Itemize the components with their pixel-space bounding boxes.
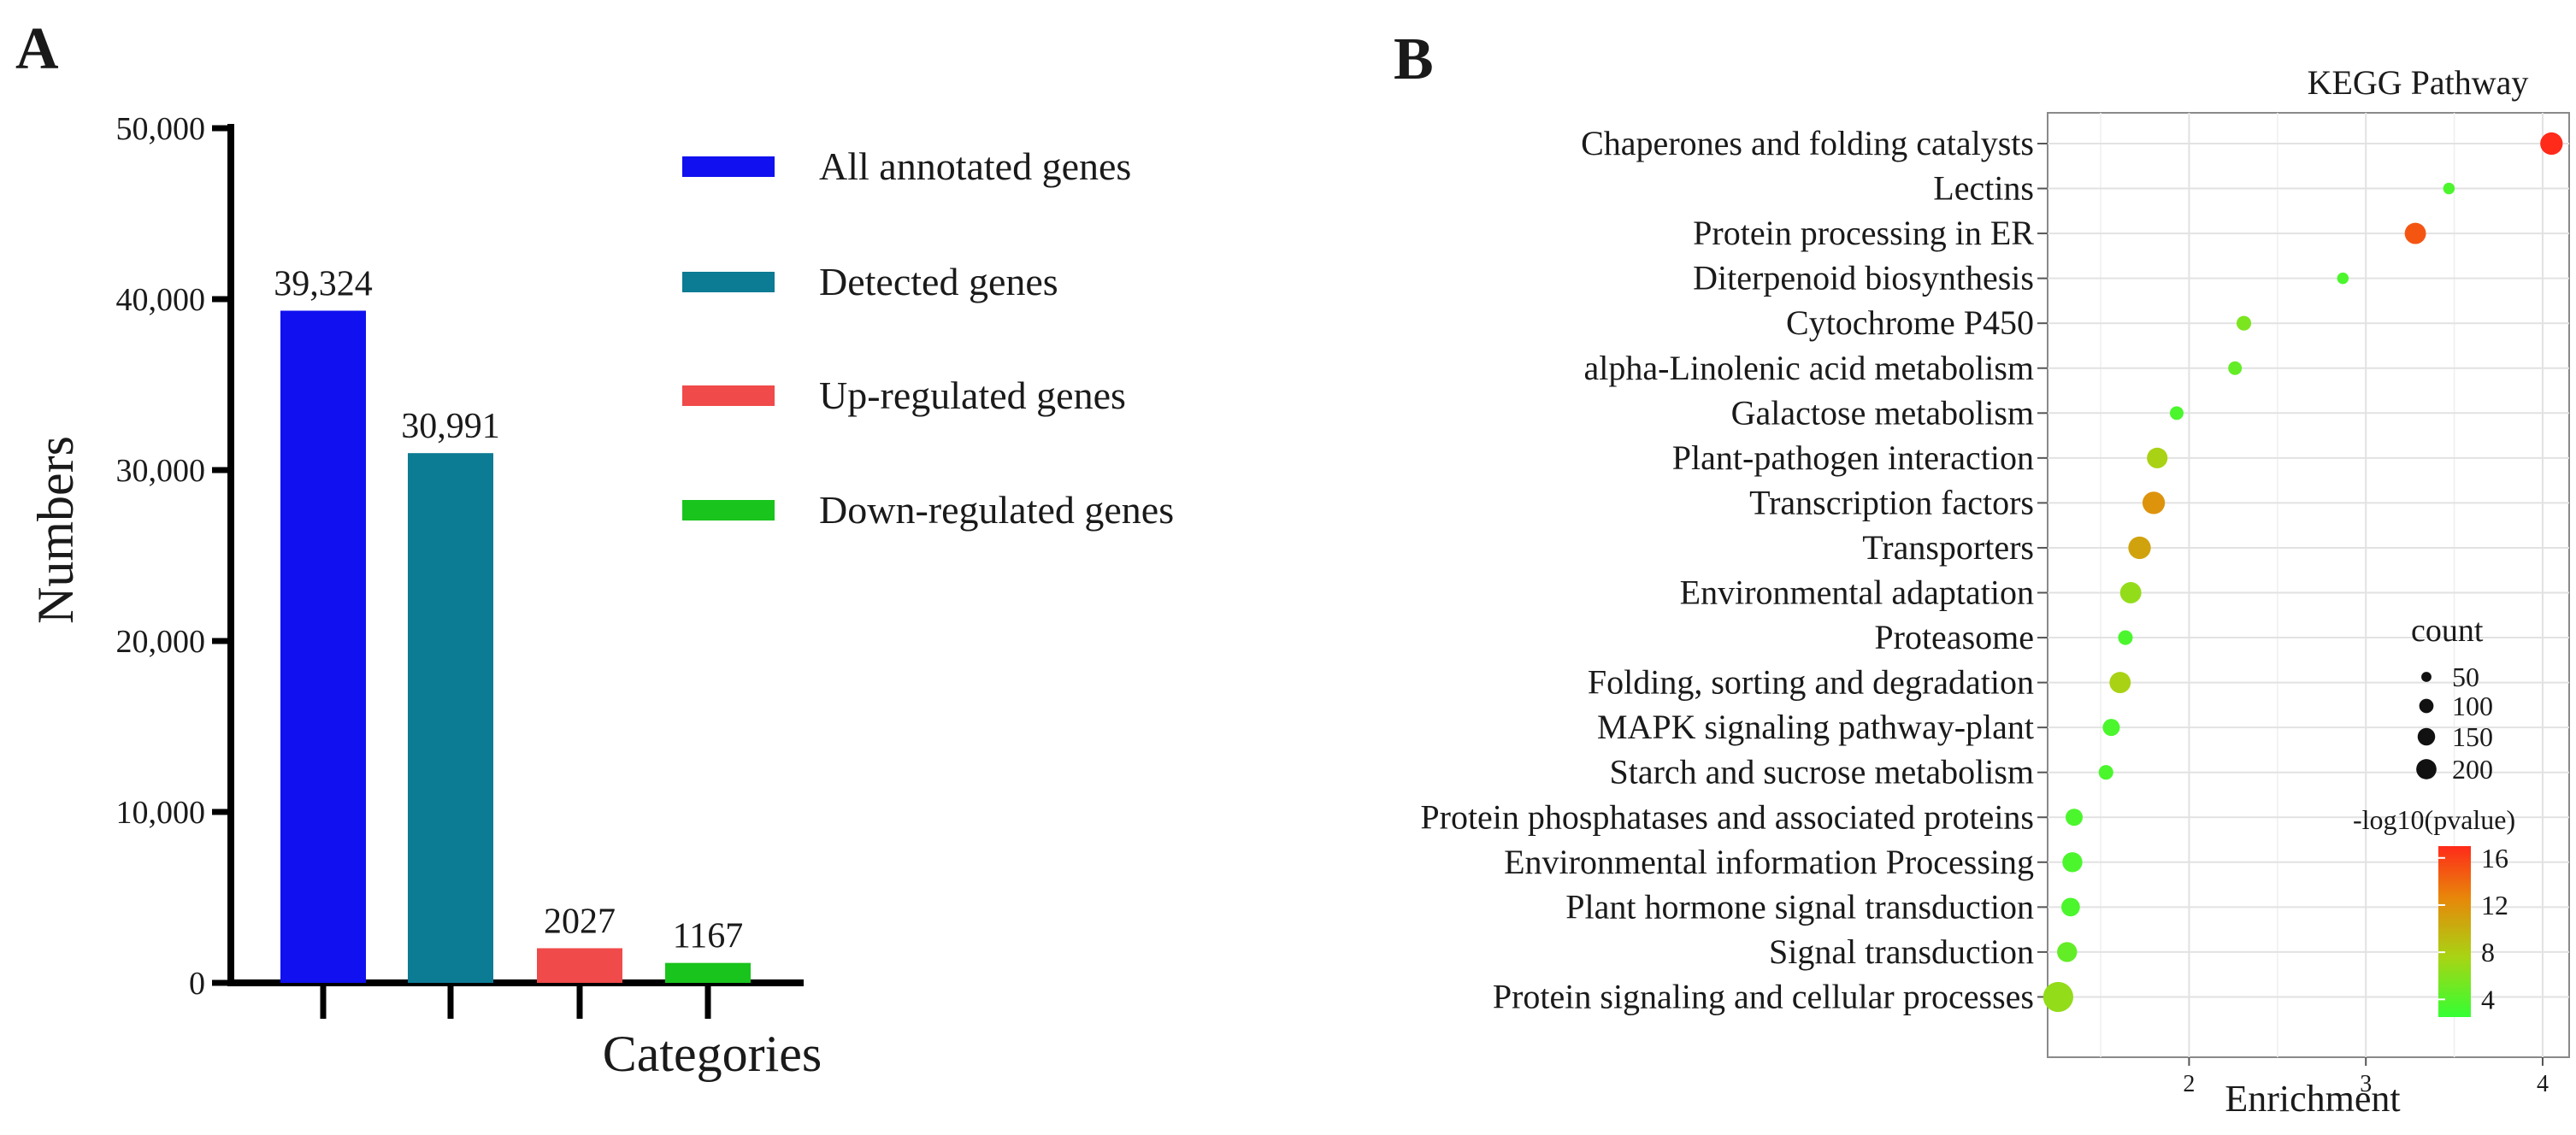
- pathway-label: Protein phosphatases and associated prot…: [1420, 797, 2034, 836]
- pathway-label: Starch and sucrose metabolism: [1609, 753, 2034, 791]
- pathway-label: Plant-pathogen interaction: [1672, 438, 2034, 477]
- bubbles: [2043, 132, 2563, 1013]
- pathway-label: Environmental information Processing: [1504, 843, 2034, 881]
- legend-swatch: [682, 500, 775, 520]
- bar-value-label: 39,324: [274, 265, 373, 304]
- y-tick-label: 10,000: [116, 795, 206, 831]
- count-legend-dot: [2416, 759, 2437, 779]
- bubble: [2119, 582, 2142, 603]
- pathway-label: Signal transduction: [1769, 932, 2034, 971]
- bubble: [2098, 765, 2113, 780]
- legend-label: Up-regulated genes: [819, 373, 1126, 417]
- bar-chart: Numbers Categories 0 10,000 20,000 30,000 40…: [27, 111, 1174, 1082]
- bubble: [2337, 272, 2349, 285]
- pathway-label: Chaperones and folding catalysts: [1581, 124, 2034, 162]
- count-legend-label: 100: [2452, 691, 2493, 721]
- x-axis-title: Categories: [603, 1026, 822, 1082]
- pathway-label: Transporters: [1862, 528, 2034, 567]
- pvalue-legend-label: 12: [2481, 890, 2508, 920]
- pathway-label: Environmental adaptation: [1680, 573, 2034, 612]
- bubble: [2169, 406, 2184, 420]
- pvalue-colorbar: [2438, 846, 2471, 1017]
- chart-title: KEGG Pathway: [2308, 63, 2529, 102]
- bubble: [2228, 361, 2243, 375]
- bar-value-label: 30,991: [401, 407, 500, 446]
- bubble: [2102, 719, 2120, 737]
- bubble: [2118, 630, 2133, 645]
- grid: [2048, 113, 2569, 1057]
- pathway-label: MAPK signaling pathway-plant: [1597, 708, 2034, 746]
- bubble: [2142, 491, 2166, 515]
- bubble: [2060, 897, 2080, 917]
- legend-swatch: [682, 272, 775, 292]
- y-tick-label: 30,000: [116, 453, 206, 489]
- x-tick-label: 3: [2360, 1071, 2372, 1097]
- bar-value-label: 1167: [673, 917, 743, 956]
- x-axis-title: Enrichment: [2225, 1078, 2400, 1120]
- bubble: [2540, 132, 2563, 156]
- pvalue-legend: -log10(pvalue) 4 8 12 16: [2353, 804, 2515, 1017]
- bubble: [2443, 182, 2455, 195]
- pathway-label: Protein processing in ER: [1693, 214, 2034, 252]
- y-tick-label: 40,000: [116, 282, 206, 318]
- bubble: [2109, 672, 2131, 694]
- bar-value-label: 2027: [544, 902, 616, 941]
- pvalue-legend-label: 8: [2481, 937, 2495, 967]
- pathway-label: Transcription factors: [1749, 483, 2034, 521]
- bubble: [2236, 315, 2252, 331]
- pvalue-legend-title: -log10(pvalue): [2353, 804, 2515, 835]
- bubble: [2062, 852, 2083, 873]
- bar: [537, 948, 622, 983]
- pvalue-legend-label: 16: [2481, 843, 2508, 873]
- x-axis-ticks: [320, 983, 711, 1019]
- pathway-label: Lectins: [1933, 169, 2034, 208]
- legend-label: Detected genes: [819, 260, 1058, 303]
- count-legend-dot: [2417, 727, 2436, 746]
- legend-label: Down-regulated genes: [819, 488, 1174, 532]
- pvalue-legend-label: 4: [2481, 984, 2495, 1014]
- y-tick-label: 50,000: [116, 111, 206, 147]
- legend-label: All annotated genes: [819, 144, 1131, 188]
- pathway-label: Diterpenoid biosynthesis: [1693, 259, 2034, 297]
- bar: [408, 453, 493, 983]
- x-axis-ticks: 2 3 4: [2183, 1057, 2549, 1097]
- pathway-label: Proteasome: [1874, 618, 2034, 656]
- bubble: [2147, 447, 2168, 468]
- count-legend-label: 50: [2452, 662, 2479, 692]
- pathway-label: Protein signaling and cellular processes: [1493, 977, 2034, 1015]
- pathway-label: Folding, sorting and degradation: [1588, 663, 2034, 702]
- bar: [665, 962, 751, 983]
- pathway-label: Galactose metabolism: [1731, 393, 2034, 432]
- pathway-label: alpha-Linolenic acid metabolism: [1584, 349, 2034, 387]
- bubble: [2128, 536, 2151, 560]
- pathway-label: Plant hormone signal transduction: [1565, 887, 2034, 926]
- panel-a-label: A: [15, 16, 59, 82]
- y-axis-ticks: 0 10,000 20,000 30,000 40,000 50,000: [116, 111, 231, 1002]
- legend-swatch: [682, 156, 775, 177]
- y-tick-label: 20,000: [116, 624, 206, 660]
- panel-b-label: B: [1394, 26, 1434, 92]
- y-axis-title: Numbers: [27, 436, 84, 624]
- bubble: [2066, 809, 2084, 826]
- bubble: [2043, 981, 2074, 1013]
- x-tick-label: 2: [2183, 1071, 2195, 1097]
- count-legend-dot: [2419, 698, 2434, 714]
- bars: 39,324 30,991 2027 1167: [274, 265, 751, 983]
- count-legend-label: 200: [2452, 754, 2493, 785]
- bubble: [2057, 942, 2078, 962]
- count-legend-dot: [2421, 672, 2432, 682]
- count-legend-label: 150: [2452, 721, 2493, 752]
- pathway-labels: Chaperones and folding catalystsLectinsP…: [1420, 124, 2048, 1015]
- pathway-label: Cytochrome P450: [1786, 303, 2034, 342]
- x-tick-label: 4: [2537, 1071, 2549, 1097]
- bubble: [2404, 222, 2426, 244]
- bar: [280, 310, 366, 983]
- legend-swatch: [682, 385, 775, 406]
- bubble-chart: KEGG Pathway Chaperones and folding cata…: [1420, 63, 2570, 1120]
- count-legend-title: count: [2411, 613, 2484, 649]
- y-tick-label: 0: [189, 966, 205, 1002]
